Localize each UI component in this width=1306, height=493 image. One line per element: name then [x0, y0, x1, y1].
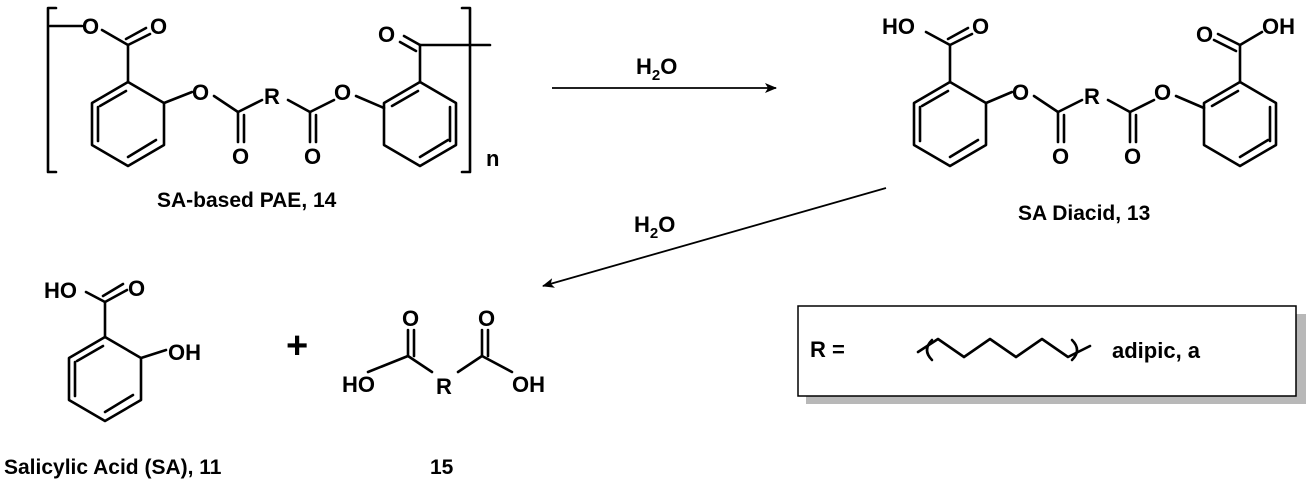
atom-ho: HO	[882, 14, 915, 39]
atom-o: O	[128, 276, 145, 301]
atom-o: O	[1052, 144, 1069, 169]
right-benzene-ring	[1202, 80, 1278, 168]
reagent-water: H2O	[636, 54, 677, 84]
plus-sign: +	[286, 325, 308, 367]
benzene-ring	[67, 335, 143, 423]
compound-caption: Salicylic Acid (SA), 11	[4, 456, 222, 479]
atom-o: O	[378, 22, 395, 47]
atom-ho: HO	[342, 372, 375, 397]
salicylic-acid-structure: HO O OH Salicylic Acid (SA), 11	[4, 276, 222, 479]
atom-r: R	[436, 374, 452, 399]
compound-caption: 15	[430, 456, 454, 479]
atom-o: O	[478, 306, 495, 331]
atom-o: O	[1196, 22, 1213, 47]
atom-r: R	[264, 84, 280, 109]
atom-o: O	[150, 14, 167, 39]
compound-caption: SA-based PAE, 14	[157, 189, 337, 212]
atom-oh: OH	[168, 340, 201, 365]
r-group-legend: R = adipic, a	[797, 305, 1306, 404]
atom-o: O	[82, 14, 99, 39]
diacid-structure: HO O O R O O O O OH SA Diacid, 13	[882, 14, 1295, 225]
right-bracket	[460, 6, 472, 174]
atom-o: O	[1154, 80, 1171, 105]
left-benzene-ring	[912, 80, 988, 168]
atom-o: O	[1012, 80, 1029, 105]
polymer-structure: O O O R O O O O n SA-based PAE, 14	[46, 6, 499, 212]
atom-o: O	[334, 80, 351, 105]
legend-name: adipic, a	[1112, 338, 1201, 363]
atom-ho: HO	[44, 278, 77, 303]
atom-o: O	[972, 14, 989, 39]
atom-oh: OH	[1262, 14, 1295, 39]
dicarboxylic-acid-structure: O O HO R OH 15	[342, 306, 545, 479]
atom-o: O	[402, 306, 419, 331]
left-benzene-ring	[90, 80, 166, 168]
reaction-arrow-1: H2O	[552, 54, 777, 93]
repeat-subscript: n	[486, 146, 499, 171]
legend-r-label: R =	[810, 337, 845, 362]
right-benzene-ring	[382, 80, 458, 168]
atom-o: O	[232, 144, 249, 169]
atom-oh: OH	[512, 372, 545, 397]
atom-r: R	[1084, 84, 1100, 109]
compound-caption: SA Diacid, 13	[1018, 202, 1150, 225]
left-bracket	[46, 6, 58, 174]
adipic-chain	[925, 338, 934, 362]
atom-o: O	[1124, 144, 1141, 169]
atom-o: O	[304, 144, 321, 169]
atom-o: O	[192, 80, 209, 105]
reaction-arrow-2: H2O	[542, 187, 887, 288]
reagent-water: H2O	[634, 212, 675, 242]
